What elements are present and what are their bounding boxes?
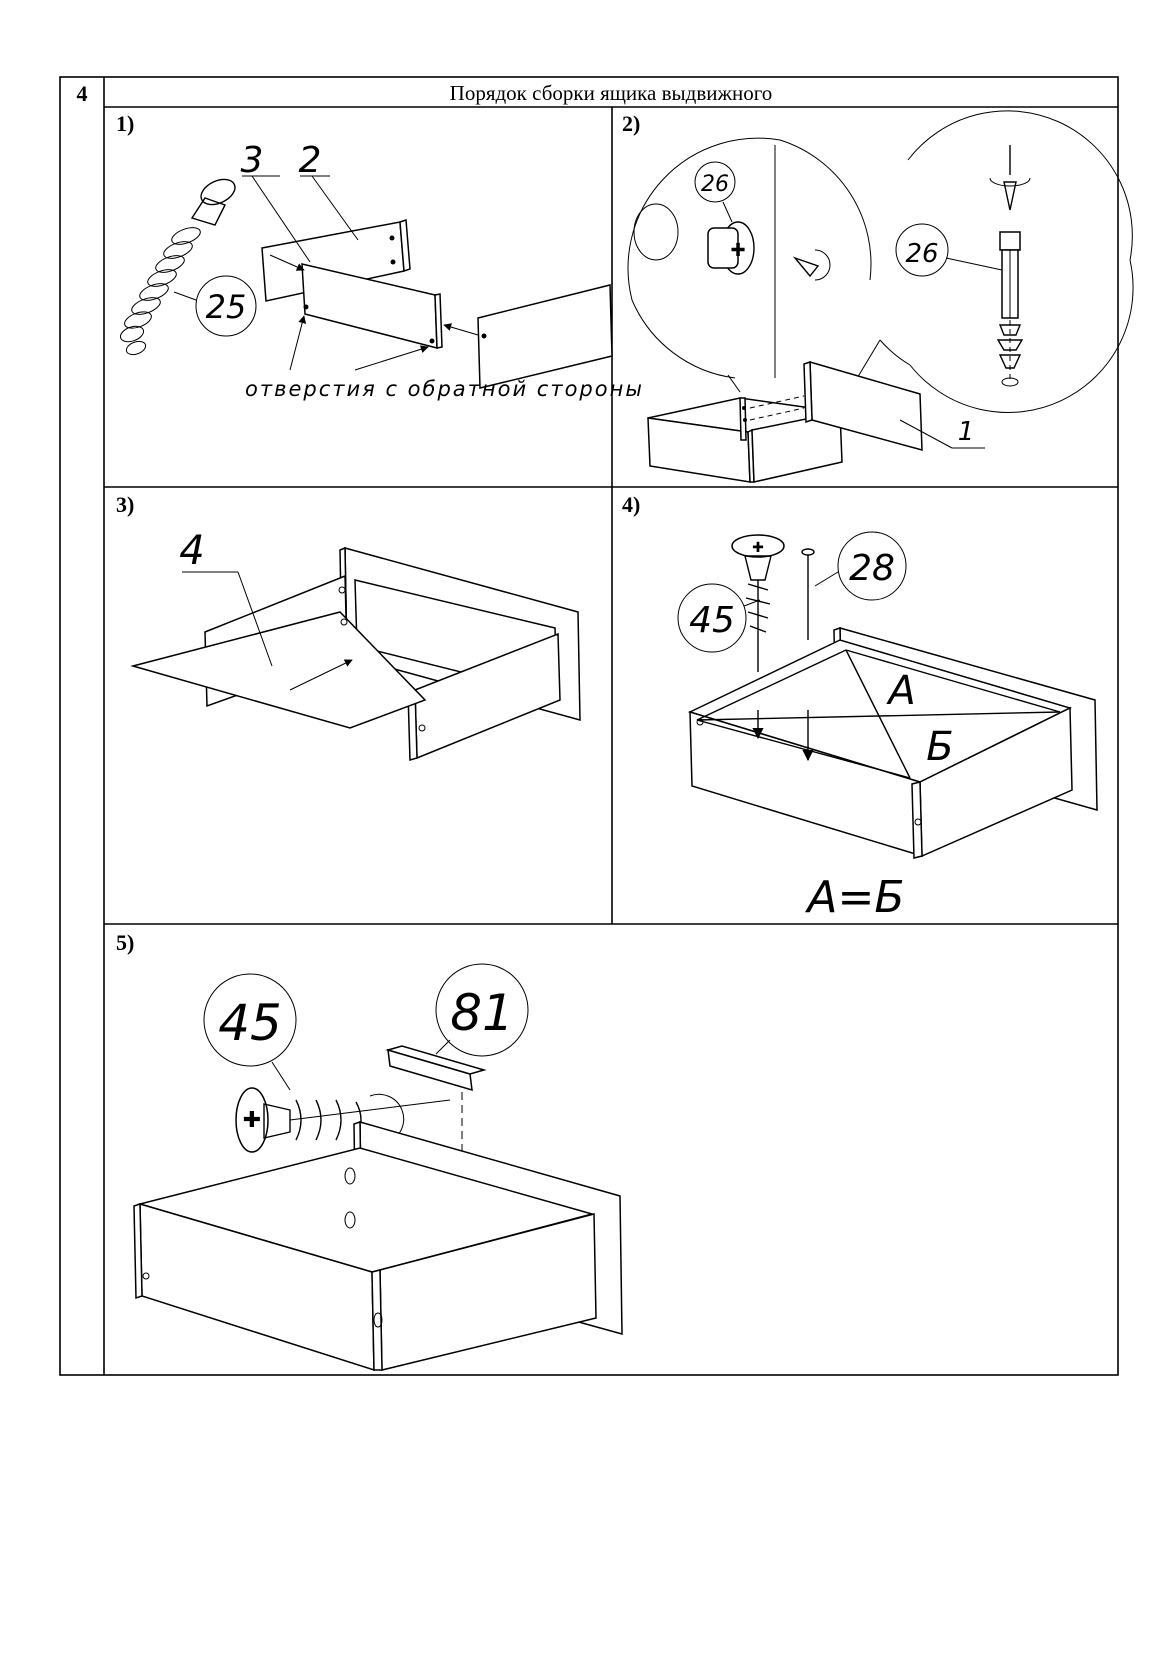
step-2: 2) ✚ 26 <box>622 110 1134 483</box>
row-number: 4 <box>77 81 88 106</box>
step-3-drawer-drawing <box>130 546 581 761</box>
svg-text:✚: ✚ <box>752 540 764 556</box>
step-1-leaders <box>242 175 359 263</box>
step-2-callout-1: 1 <box>958 417 975 447</box>
svg-text:✚: ✚ <box>730 240 745 261</box>
table-title: Порядок сборки ящика выдвижного <box>450 81 773 105</box>
step-3-label: 3) <box>116 492 134 517</box>
step-1: 1) 25 <box>116 111 644 401</box>
step-5-screw-and-bracket: ✚ <box>203 963 529 1187</box>
step-2-callout-26-left: 26 <box>701 172 729 197</box>
step-5-callout-81: 81 <box>450 984 514 1042</box>
step-4-formula: А=Б <box>804 872 904 923</box>
step-1-panels <box>261 218 613 389</box>
step-2-detail-circle-right <box>855 110 1134 413</box>
step-2-callout-26-right: 26 <box>905 239 938 269</box>
step-1-callout-25: 25 <box>206 288 247 326</box>
step-2-frame-drawing <box>647 360 985 483</box>
step-4-screw-and-nail: ✚ <box>677 531 907 672</box>
step-5-callout-45: 45 <box>218 994 282 1052</box>
step-4-label-b: Б <box>926 724 953 770</box>
step-5-label: 5) <box>116 930 134 955</box>
step-4-label-a: А <box>885 668 915 714</box>
step-5: 5) ✚ 45 81 <box>116 930 623 1372</box>
step-1-callout-2: 2 <box>299 140 322 181</box>
step-2-detail-circle-left: ✚ <box>627 137 872 393</box>
step-2-label: 2) <box>622 111 640 136</box>
cam-bolt-25-drawing <box>119 178 257 356</box>
step-1-label: 1) <box>116 111 134 136</box>
svg-text:✚: ✚ <box>243 1108 261 1133</box>
step-1-holes-note: отверстия с обратной стороны <box>245 377 644 401</box>
step-3: 3) 4 <box>116 492 581 761</box>
step-4: 4) ✚ 45 28 <box>622 492 1098 923</box>
step-1-callout-3: 3 <box>241 140 264 181</box>
step-3-callout-4: 4 <box>179 528 204 574</box>
step-4-drawer-drawing <box>687 626 1098 859</box>
step-4-callout-45: 45 <box>689 600 735 641</box>
table-grid <box>59 76 1119 1376</box>
step-5-drawer-drawing <box>133 1120 623 1372</box>
step-4-label: 4) <box>622 492 640 517</box>
step-4-callout-28: 28 <box>849 548 895 589</box>
